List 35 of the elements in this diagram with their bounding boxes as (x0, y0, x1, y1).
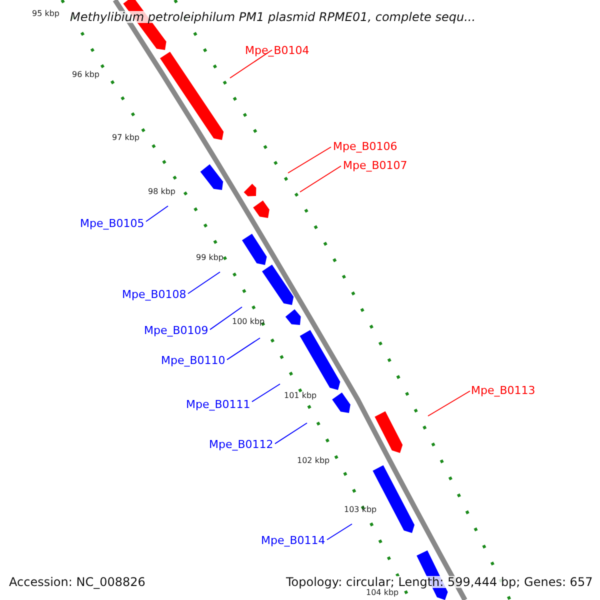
leader-line (428, 390, 470, 416)
leader-line (252, 384, 280, 402)
leader-line (300, 166, 342, 192)
tick-label: 101 kbp (284, 392, 317, 400)
gene-label: Mpe_B0107 (343, 160, 408, 171)
title: Methylibium petroleiphilum PM1 plasmid RPME01, complete sequ... (70, 11, 476, 23)
gene-label: Mpe_B0112 (209, 439, 274, 450)
gene-label: Mpe_B0111 (186, 399, 250, 410)
tick-label: 97 kbp (112, 134, 140, 142)
tick-label: 98 kbp (148, 188, 176, 196)
leader-line (230, 50, 272, 78)
leader-line (188, 272, 220, 294)
leader-line (146, 206, 168, 222)
tick-label: 95 kbp (32, 10, 60, 18)
footer-text: Accession: NC_008826 (9, 576, 146, 588)
tick-label: 99 kbp (196, 254, 224, 262)
gene-label: Mpe_B0104 (245, 45, 310, 56)
gene-label: Mpe_B0106 (333, 141, 398, 152)
leader-line (226, 338, 260, 360)
tick-label: 100 kbp (232, 318, 265, 326)
leader-line (326, 524, 352, 540)
leader-line (210, 306, 242, 330)
gene-label: Mpe_B0114 (261, 535, 326, 546)
gene-label: Mpe_B0113 (471, 385, 536, 396)
tick-label: 104 kbp (366, 589, 399, 597)
gene-label: Mpe_B0105 (80, 218, 144, 229)
footer-text: Topology: circular; Length: 599,444 bp; Genes: 657 (286, 576, 593, 588)
leader-line (274, 422, 308, 444)
tick-label: 102 kbp (297, 457, 330, 465)
leader-line (288, 146, 332, 174)
tick-label: 103 kbp (344, 506, 377, 514)
gene-label: Mpe_B0108 (122, 289, 186, 300)
gene-label: Mpe_B0110 (161, 355, 226, 366)
tick-label: 96 kbp (72, 71, 100, 79)
gene-label: Mpe_B0109 (144, 325, 208, 336)
